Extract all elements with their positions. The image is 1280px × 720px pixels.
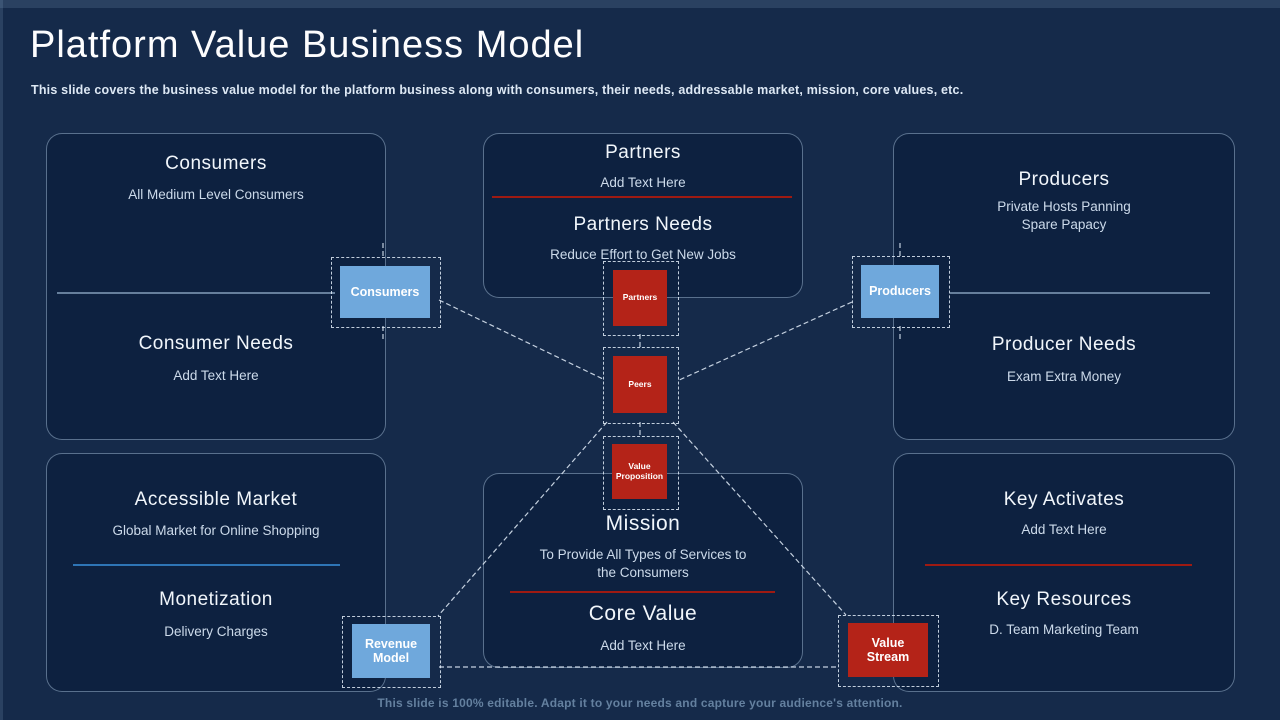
panel-key-subtitle2: D. Team Marketing Team — [989, 622, 1139, 637]
node-value-stream: Value Stream — [848, 623, 928, 677]
node-frame-partners — [603, 261, 679, 336]
panel-partners-subtitle2: Reduce Effort to Get New Jobs — [550, 247, 736, 262]
panel-mission-subtitle: To Provide All Types of Services to the … — [539, 547, 747, 581]
panel-producers-subtitle2: Exam Extra Money — [1006, 369, 1122, 384]
node-value-stream-label: Value Stream — [866, 635, 910, 664]
panel-consumers: Consumers All Medium Level Consumers Con… — [46, 133, 386, 440]
panel-producers-title2: Producer Needs — [991, 334, 1137, 355]
panel-mission-title: Mission — [605, 512, 681, 535]
node-peers-label: Peers — [628, 378, 652, 389]
panel-producers-title: Producers — [1018, 169, 1110, 190]
node-consumers-label: Consumers — [350, 284, 420, 299]
node-frame-producers — [852, 256, 950, 328]
node-frame-consumers — [331, 257, 441, 328]
panel-mission-title2: Core Value — [588, 602, 698, 625]
panel-key-subtitle: Add Text Here — [1021, 522, 1107, 537]
node-partners-label: Partners — [622, 292, 658, 303]
node-consumers: Consumers — [340, 266, 430, 318]
node-revenue-model: Revenue Model — [352, 624, 430, 678]
panel-key-title: Key Activates — [1003, 489, 1125, 510]
panel-market-title2: Monetization — [159, 589, 273, 610]
panel-consumers-subtitle: All Medium Level Consumers — [128, 187, 304, 202]
footer-note: This slide is 100% editable. Adapt it to… — [377, 696, 903, 710]
node-partners: Partners — [613, 270, 667, 326]
page-title: Platform Value Business Model — [30, 24, 585, 66]
panel-accessible-market: Accessible Market Global Market for Onli… — [46, 453, 386, 692]
panel-consumers-title2: Consumer Needs — [138, 333, 294, 354]
node-value-proposition-label: Value Proposition — [615, 460, 664, 481]
node-revenue-model-label: Revenue Model — [364, 636, 418, 665]
slide-top-edge — [0, 0, 1280, 8]
panel-partners-title2: Partners Needs — [573, 214, 713, 235]
panel-consumers-title: Consumers — [165, 153, 267, 174]
panel-producers-subtitle: Private Hosts Panning Spare Papacy — [997, 199, 1131, 233]
node-frame-peers — [603, 347, 679, 424]
panel-market-subtitle: Global Market for Online Shopping — [112, 523, 320, 538]
node-producers: Producers — [861, 265, 939, 318]
panel-consumers-subtitle2: Add Text Here — [173, 368, 259, 383]
panel-mission-subtitle2: Add Text Here — [600, 638, 686, 653]
page-subtitle: This slide covers the business value mod… — [31, 83, 964, 97]
panel-partners-title: Partners — [605, 142, 681, 163]
node-value-proposition: Value Proposition — [612, 444, 667, 499]
panel-partners-subtitle: Add Text Here — [600, 175, 686, 190]
node-frame-revenue-model — [342, 616, 441, 688]
slide-left-edge — [0, 0, 3, 720]
node-peers: Peers — [613, 356, 667, 413]
panel-market-subtitle2: Delivery Charges — [164, 624, 268, 639]
node-frame-value-proposition — [603, 436, 679, 510]
panel-key: Key Activates Add Text Here Key Resource… — [893, 453, 1235, 692]
panel-market-title: Accessible Market — [134, 489, 298, 510]
panel-key-title2: Key Resources — [996, 589, 1132, 610]
node-producers-label: Producers — [869, 284, 931, 299]
node-frame-value-stream — [838, 615, 939, 687]
